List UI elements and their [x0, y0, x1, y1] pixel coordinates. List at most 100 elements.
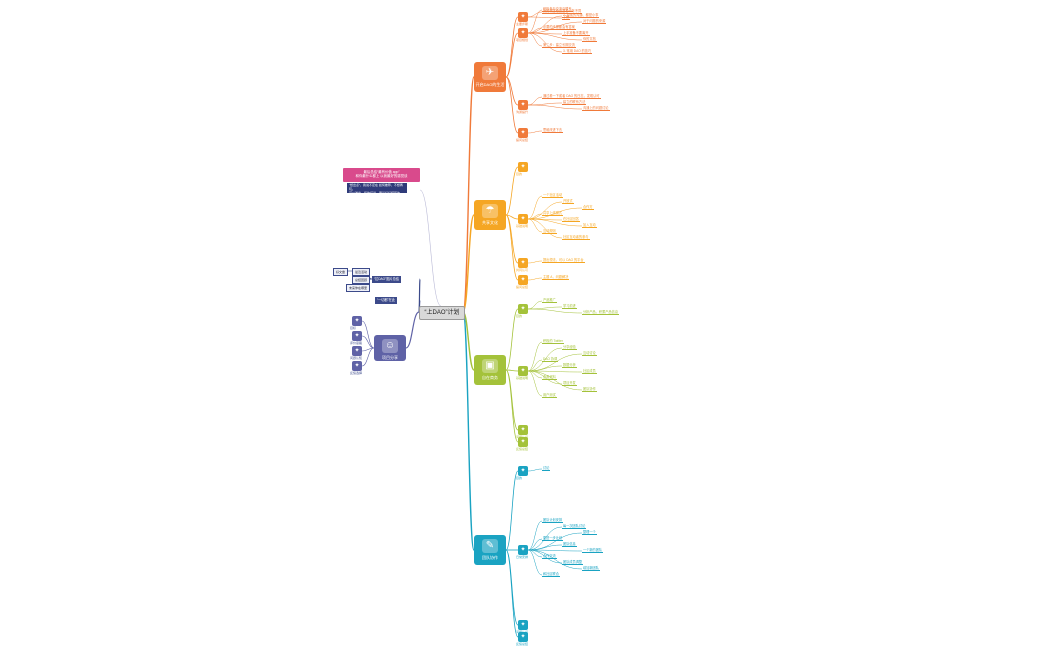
left-item-label: 反馈选择 — [350, 371, 363, 375]
leaf-node[interactable]: 你的文档 — [582, 37, 597, 42]
connector-line — [361, 347, 375, 367]
left-item-icon[interactable]: ✦ — [352, 316, 362, 326]
connector-line — [419, 189, 442, 307]
sub-node[interactable]: ✦ — [518, 28, 528, 38]
leaf-node[interactable]: 更进一步计划 — [542, 536, 564, 541]
connector-line — [527, 11, 543, 18]
leaf-node[interactable]: 合作方 — [582, 205, 594, 210]
connector-line — [527, 347, 563, 372]
left-node-b[interactable]: “一切都”在此 — [375, 297, 398, 304]
leaf-node[interactable]: 第二步：建立长期交流 — [542, 43, 576, 48]
connector-line — [527, 370, 583, 391]
left-item-label: 评价思路 — [350, 341, 363, 345]
leaf-node[interactable]: 社区成员 — [582, 369, 597, 374]
leaf-node[interactable]: 加入互动 — [582, 223, 597, 228]
summary-banner: 最后总结“最有价值 app” 和你最什么都上 以我最好的感觉谈 — [343, 168, 420, 182]
left-item-icon[interactable]: ✦ — [352, 361, 362, 371]
leaf-node[interactable]: 团队协作 — [582, 387, 597, 392]
leaf-node[interactable]: 必要的步骤都会有答案 — [542, 25, 576, 30]
sub-node[interactable]: ✦ — [518, 162, 528, 172]
leaf-node[interactable]: 用户测试 — [542, 393, 557, 398]
connector-line — [462, 311, 475, 551]
sub-node[interactable]: ✦ — [518, 620, 528, 630]
branch-node-3[interactable]: ▣自在商务 — [474, 355, 506, 385]
left-small-1[interactable]: 好文章 — [333, 268, 349, 276]
sub-node[interactable]: ✦ — [518, 632, 528, 642]
sub-node-label: 日常安排 — [516, 555, 529, 559]
leaf-node[interactable]: 主题 A，问题解决 — [542, 275, 570, 280]
sub-node[interactable]: ✦ — [518, 12, 528, 22]
leaf-node[interactable]: 开放式 — [562, 199, 574, 204]
leaf-node[interactable]: 整理一个 — [582, 530, 597, 535]
leaf-node[interactable]: 分享经验 — [562, 345, 577, 350]
leaf-node[interactable]: 团队成员调整 — [562, 560, 584, 565]
sub-node[interactable]: ✦ — [518, 275, 528, 285]
left-item-label: 目标 — [350, 326, 357, 330]
leaf-node[interactable]: 每一次团队讨论 — [562, 524, 587, 529]
left-node-a[interactable]: “拉DAO”图片总结 — [372, 276, 401, 283]
leaf-node[interactable]: 上手准备不要离开 — [562, 31, 590, 36]
sub-node[interactable]: ✦ — [518, 545, 528, 555]
leaf-node[interactable]: 互动讨论 — [582, 351, 597, 356]
leaf-node[interactable]: 提出想法，可以 DAO 的平台 — [542, 258, 585, 263]
connector-line — [527, 549, 583, 570]
connector-line — [361, 320, 375, 349]
leaf-node[interactable]: 项目开发 — [562, 381, 577, 386]
connector-line — [505, 308, 519, 371]
leaf-node[interactable]: 2. 加强的沟通、都是小事 — [562, 13, 600, 18]
leaf-node[interactable]: 积极的 Twitter — [542, 339, 564, 344]
connector-line — [527, 341, 543, 372]
left-small-2[interactable]: 最近活动 — [352, 268, 371, 276]
leaf-node[interactable]: 讨论 — [542, 466, 551, 471]
leaf-node[interactable]: 3. 常用 DAO 的技巧 — [562, 49, 593, 54]
connector-line — [505, 76, 519, 106]
leaf-node[interactable]: 建立的联系方法 — [562, 100, 587, 105]
leaf-node[interactable]: 学习前进 — [562, 304, 577, 309]
sub-node[interactable]: ✦ — [518, 466, 528, 476]
sub-node[interactable]: ✦ — [518, 304, 528, 314]
left-small-3[interactable]: 总结回顾 — [352, 276, 371, 284]
sub-node[interactable]: ✦ — [518, 437, 528, 447]
branch-node-1[interactable]: ✈开启DAO的生活 — [474, 62, 506, 92]
leaf-node[interactable]: 产品推广 — [542, 298, 557, 303]
leaf-node[interactable]: 共享上线模式 — [542, 211, 564, 216]
leaf-node[interactable]: 一个新的团队 — [582, 548, 604, 553]
root-node[interactable]: “上DAO”计划 — [419, 306, 465, 320]
connector-line — [505, 214, 519, 281]
leaf-node[interactable]: 分析产品，积累产品信息 — [582, 310, 620, 315]
sub-node[interactable]: ✦ — [518, 366, 528, 376]
leaf-node[interactable]: 查看资料 — [542, 375, 557, 380]
connector-line — [527, 16, 563, 19]
leaf-node[interactable]: 沟通上的问题讨论 — [582, 106, 610, 111]
sub-node[interactable]: ✦ — [518, 258, 528, 268]
connector-line — [527, 207, 583, 220]
sub-node[interactable]: ✦ — [518, 128, 528, 138]
leaf-node[interactable]: 团队信息 — [562, 542, 577, 547]
sub-node[interactable]: ✦ — [518, 425, 528, 435]
leaf-node[interactable]: 团队计划安排 — [542, 518, 564, 523]
leaf-node[interactable]: 社区互动者的参与 — [562, 235, 590, 240]
leaf-node[interactable]: 思维改进下去 — [542, 128, 564, 133]
leaf-node[interactable]: 通过看一下或者 DAO 的日志，发现认可 — [542, 94, 601, 99]
leaf-node[interactable]: 对于问题的来源 — [582, 19, 607, 24]
leaf-node[interactable]: 积极参与交流与联系 — [542, 7, 573, 12]
leaf-node[interactable]: 一个社区活动 — [542, 193, 564, 198]
sub-node[interactable]: ✦ — [518, 100, 528, 110]
left-item-icon[interactable]: ✦ — [352, 331, 362, 341]
leaf-node[interactable]: 和社区联合 — [542, 572, 560, 577]
left-small-4[interactable]: 未来你在哪里 — [346, 284, 371, 292]
left-hub-node[interactable]: ☺ 项目分享 — [374, 335, 406, 361]
sub-node-label: 项目规划 — [516, 38, 529, 42]
leaf-node[interactable]: 在社区回答 — [562, 217, 580, 222]
branch-node-2[interactable]: ☂共享文化 — [474, 200, 506, 230]
branch-node-4[interactable]: ✎团队协作 — [474, 535, 506, 565]
leaf-node[interactable]: 增加新团队 — [582, 566, 600, 571]
sub-node-label: 目的 — [516, 476, 523, 480]
leaf-node[interactable]: DAO 协调 — [542, 357, 559, 362]
leaf-node[interactable]: 互动规则 — [542, 229, 557, 234]
left-item-icon[interactable]: ✦ — [352, 346, 362, 356]
sub-node[interactable]: ✦ — [518, 214, 528, 224]
leaf-node[interactable]: 数据分析 — [562, 363, 577, 368]
connector-line — [527, 102, 563, 106]
leaf-node[interactable]: 合作交流 — [542, 554, 557, 559]
